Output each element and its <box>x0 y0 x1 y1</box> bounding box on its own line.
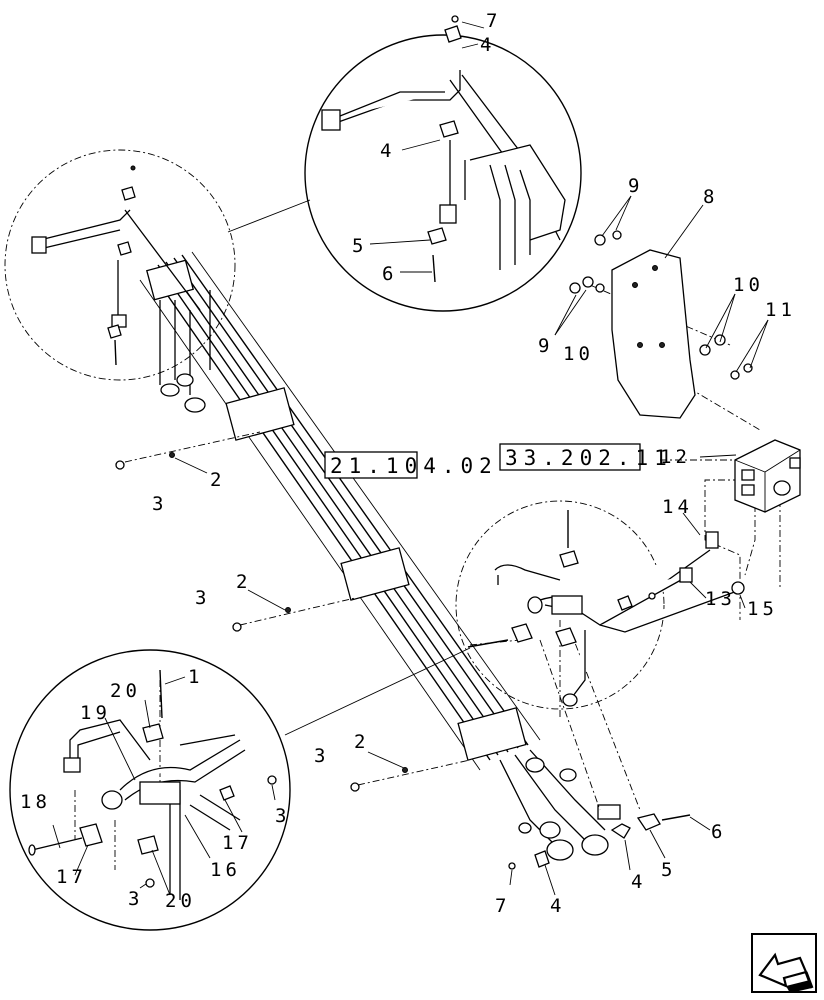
ref-box-1[interactable] <box>324 451 418 479</box>
right-end-fittings <box>499 749 621 861</box>
ref-link-1[interactable]: 21.104.02 <box>330 454 498 478</box>
callout-7: 7 <box>486 10 501 32</box>
callout-16: 16 <box>210 859 241 881</box>
bottom-right-hardware <box>508 813 691 870</box>
callout-4: 4 <box>380 140 395 162</box>
detail-circle-dashed-right <box>455 500 665 710</box>
tube-clamp-blocks <box>146 259 527 761</box>
callout-2: 2 <box>236 571 251 593</box>
back-arrow-icon[interactable] <box>751 933 817 993</box>
callout-9: 9 <box>628 175 643 197</box>
nuts-and-washers <box>115 452 408 792</box>
ref-box-2[interactable] <box>499 443 641 471</box>
right-detail-contents <box>467 510 745 707</box>
callout-3: 3 <box>275 805 290 827</box>
callout-3: 3 <box>314 745 329 767</box>
bottom-detail-contents <box>28 669 277 900</box>
callout-leaders <box>52 21 769 896</box>
callout-20: 20 <box>165 890 196 912</box>
callout-labels: 7 4 4 5 6 9 8 10 11 9 10 12 14 13 15 2 3… <box>20 10 796 917</box>
callout-7: 7 <box>495 895 510 917</box>
callout-5: 5 <box>661 859 676 881</box>
callout-5: 5 <box>352 235 367 257</box>
detail-circle-dashed-left <box>4 149 236 381</box>
callout-2: 2 <box>210 469 225 491</box>
ref-link-2[interactable]: 33.202.11 <box>505 446 673 470</box>
cross-reference-links[interactable]: 21.104.02 33.202.11 <box>324 443 673 479</box>
callout-10: 10 <box>563 343 594 365</box>
callout-10: 10 <box>733 274 764 296</box>
left-detail-contents <box>31 165 201 366</box>
mounting-plate <box>569 230 753 419</box>
callout-6: 6 <box>711 821 726 843</box>
callout-13: 13 <box>705 588 736 610</box>
detail-circle-top <box>304 34 582 312</box>
callout-19: 19 <box>80 702 111 724</box>
top-detail-contents <box>321 15 566 283</box>
callout-4: 4 <box>631 871 646 893</box>
callout-3: 3 <box>152 493 167 515</box>
callout-12: 12 <box>660 446 691 468</box>
valve-block <box>734 439 801 513</box>
callout-2: 2 <box>354 731 369 753</box>
callout-4: 4 <box>550 895 565 917</box>
callout-14: 14 <box>662 496 693 518</box>
callout-3: 3 <box>195 587 210 609</box>
callout-20: 20 <box>110 680 141 702</box>
callout-3: 3 <box>128 888 143 910</box>
callout-11: 11 <box>765 299 796 321</box>
callout-15: 15 <box>747 598 778 620</box>
callout-17: 17 <box>56 866 87 888</box>
callout-17: 17 <box>222 832 253 854</box>
callout-1: 1 <box>188 666 203 688</box>
callout-18: 18 <box>20 791 51 813</box>
callout-6: 6 <box>382 263 397 285</box>
detail-circle-bottom <box>9 649 291 931</box>
callout-9: 9 <box>538 335 553 357</box>
callout-8: 8 <box>703 186 718 208</box>
left-end-fittings <box>159 290 211 413</box>
hydraulic-tube-bundle <box>139 251 541 771</box>
callout-4: 4 <box>480 34 495 56</box>
